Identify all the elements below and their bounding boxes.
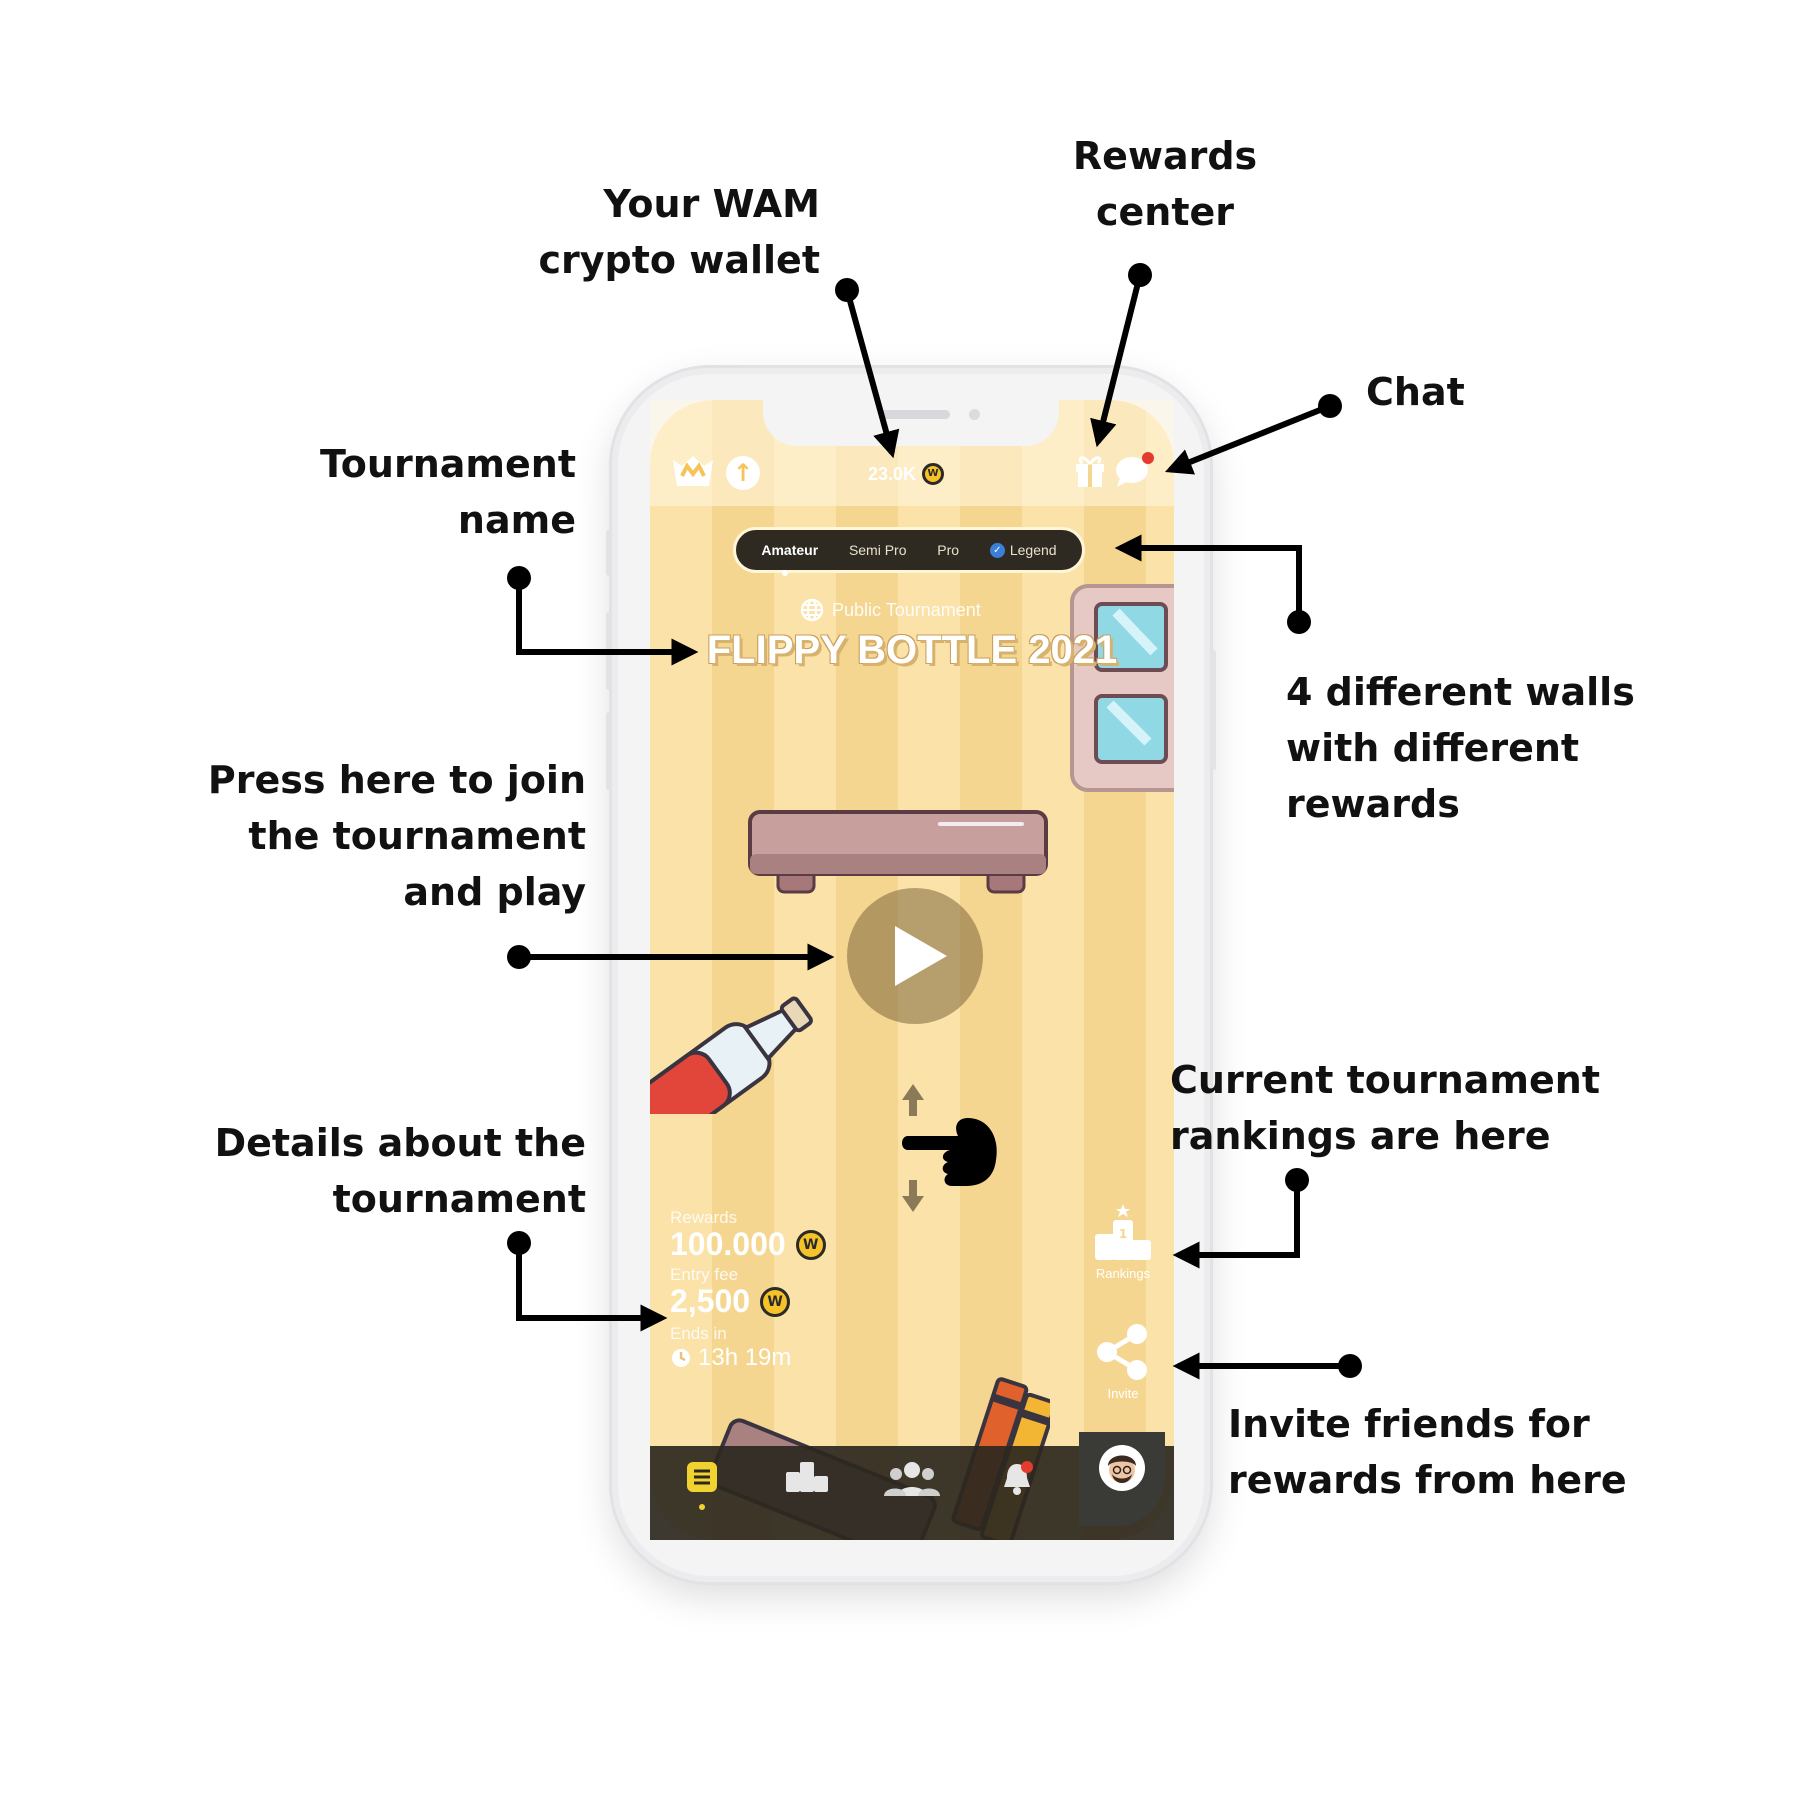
volume-up-button xyxy=(606,612,611,690)
tier-pro[interactable]: Pro xyxy=(937,542,960,558)
bottom-tab-bar xyxy=(650,1432,1174,1540)
annotation-line: center xyxy=(1095,190,1235,234)
podium-icon xyxy=(786,1462,829,1492)
annotation-line: Current tournament xyxy=(1170,1058,1600,1102)
play-icon xyxy=(895,926,947,986)
wam-coin-icon: W xyxy=(760,1286,791,1317)
annotation-walls: 4 different walls with different rewards xyxy=(1286,664,1635,832)
public-tournament-label: Public Tournament xyxy=(800,598,981,622)
annotation-line: Your WAM xyxy=(603,182,820,226)
annotation-line: rankings are here xyxy=(1170,1114,1551,1158)
annotation-chat: Chat xyxy=(1366,364,1465,420)
entry-fee-value: 2,500 xyxy=(670,1283,751,1319)
annotation-line: with different xyxy=(1286,726,1580,770)
tab-friends[interactable] xyxy=(860,1446,965,1498)
verified-check-icon: ✓ xyxy=(989,542,1005,558)
mute-switch xyxy=(606,530,611,576)
tournament-name: FLIPPY BOTTLE 2021 xyxy=(706,628,1118,672)
tier-legend[interactable]: ✓ Legend xyxy=(989,542,1057,558)
ends-in-time: 13h 19m xyxy=(670,1344,826,1372)
invite-button[interactable]: Invite xyxy=(1090,1322,1156,1401)
annotation-line: crypto wallet xyxy=(538,238,820,282)
annotation-line: 4 different walls xyxy=(1286,670,1635,714)
phone-speaker xyxy=(880,410,950,419)
annotation-line: rewards from here xyxy=(1228,1458,1627,1502)
tier-legend-label: Legend xyxy=(1009,542,1057,558)
annotation-line: name xyxy=(457,498,576,542)
wall-window xyxy=(1070,584,1174,792)
svg-text:1: 1 xyxy=(1119,1227,1127,1241)
annotation-rankings: Current tournament rankings are here xyxy=(1170,1052,1600,1164)
annotation-details: Details about the tournament xyxy=(200,1115,586,1227)
tournament-type: Public Tournament xyxy=(832,599,981,620)
active-tier-indicator xyxy=(782,570,788,576)
avatar xyxy=(1098,1445,1145,1491)
power-button xyxy=(1211,650,1216,770)
bottle-illustration xyxy=(650,996,813,1114)
share-icon xyxy=(1097,1324,1147,1380)
chat-icon[interactable] xyxy=(1113,450,1155,490)
entry-fee-amount: 2,500 W xyxy=(670,1283,826,1320)
wallet-amount: 23.0K xyxy=(868,463,917,484)
entry-fee-label: Entry fee xyxy=(670,1265,739,1284)
rewards-label: Rewards xyxy=(670,1208,738,1227)
annotation-join: Press here to join the tournament and pl… xyxy=(180,752,586,920)
annotation-line: tournament xyxy=(332,1177,586,1221)
wam-wallet[interactable]: 23.0K W xyxy=(868,463,945,485)
annotation-line: Invite friends for xyxy=(1228,1402,1590,1446)
swipe-hint-icon xyxy=(902,1084,997,1212)
profile-frame xyxy=(1078,1432,1165,1526)
ends-in-value: 13h 19m xyxy=(698,1344,792,1371)
rankings-label: Rankings xyxy=(1095,1266,1151,1281)
phone-camera xyxy=(969,409,980,420)
annotation-line: Rewards xyxy=(1072,134,1258,178)
annotation-line: rewards xyxy=(1286,782,1460,826)
annotation-line: Press here to join xyxy=(207,758,586,802)
phone-notch xyxy=(763,400,1059,446)
globe-icon xyxy=(800,598,824,622)
tier-semi-pro[interactable]: Semi Pro xyxy=(848,542,907,558)
wall-shelf xyxy=(748,810,1048,894)
tier-selector: Amateur Semi Pro Pro ✓ Legend xyxy=(733,527,1085,573)
wam-coin-icon: W xyxy=(922,463,945,485)
annotation-line: and play xyxy=(403,870,586,914)
tier-amateur[interactable]: Amateur xyxy=(761,542,819,558)
annotation-line: the tournament xyxy=(248,814,586,858)
tab-leaderboard[interactable] xyxy=(755,1446,860,1494)
tab-notifications[interactable] xyxy=(964,1446,1069,1496)
tab-profile[interactable] xyxy=(1069,1432,1174,1526)
tab-tournaments[interactable] xyxy=(650,1446,755,1510)
annotation-line: Details about the xyxy=(214,1121,586,1165)
annotation-rewards-center: Rewards center xyxy=(1040,128,1290,240)
list-icon xyxy=(687,1462,718,1492)
volume-down-button xyxy=(606,712,611,790)
active-tab-indicator xyxy=(699,1504,706,1510)
invite-label: Invite xyxy=(1107,1386,1139,1401)
rewards-amount: 100.000 W xyxy=(670,1226,826,1263)
users-icon xyxy=(883,1462,940,1496)
wam-coin-icon: W xyxy=(795,1229,826,1260)
annotation-invite: Invite friends for rewards from here xyxy=(1228,1396,1627,1508)
wam-logo-icon[interactable] xyxy=(670,452,716,492)
bell-icon xyxy=(1003,1461,1033,1495)
annotation-tournament-name: Tournament name xyxy=(280,436,576,548)
tournament-details: Rewards 100.000 W Entry fee 2,500 W Ends… xyxy=(670,1208,826,1372)
podium-icon: 1 xyxy=(1095,1204,1151,1260)
clock-icon xyxy=(672,1349,690,1367)
rankings-button[interactable]: 1 Rankings xyxy=(1090,1204,1156,1281)
upgrade-arrow-icon[interactable]: ↑ xyxy=(726,456,760,490)
annotation-line: Tournament xyxy=(319,442,576,486)
ends-in-label: Ends in xyxy=(670,1324,727,1343)
annotation-wallet: Your WAM crypto wallet xyxy=(520,176,820,288)
rewards-value: 100.000 xyxy=(670,1226,786,1262)
gift-icon[interactable] xyxy=(1073,452,1107,488)
annotation-line: Chat xyxy=(1366,370,1465,414)
play-button[interactable] xyxy=(847,888,983,1024)
